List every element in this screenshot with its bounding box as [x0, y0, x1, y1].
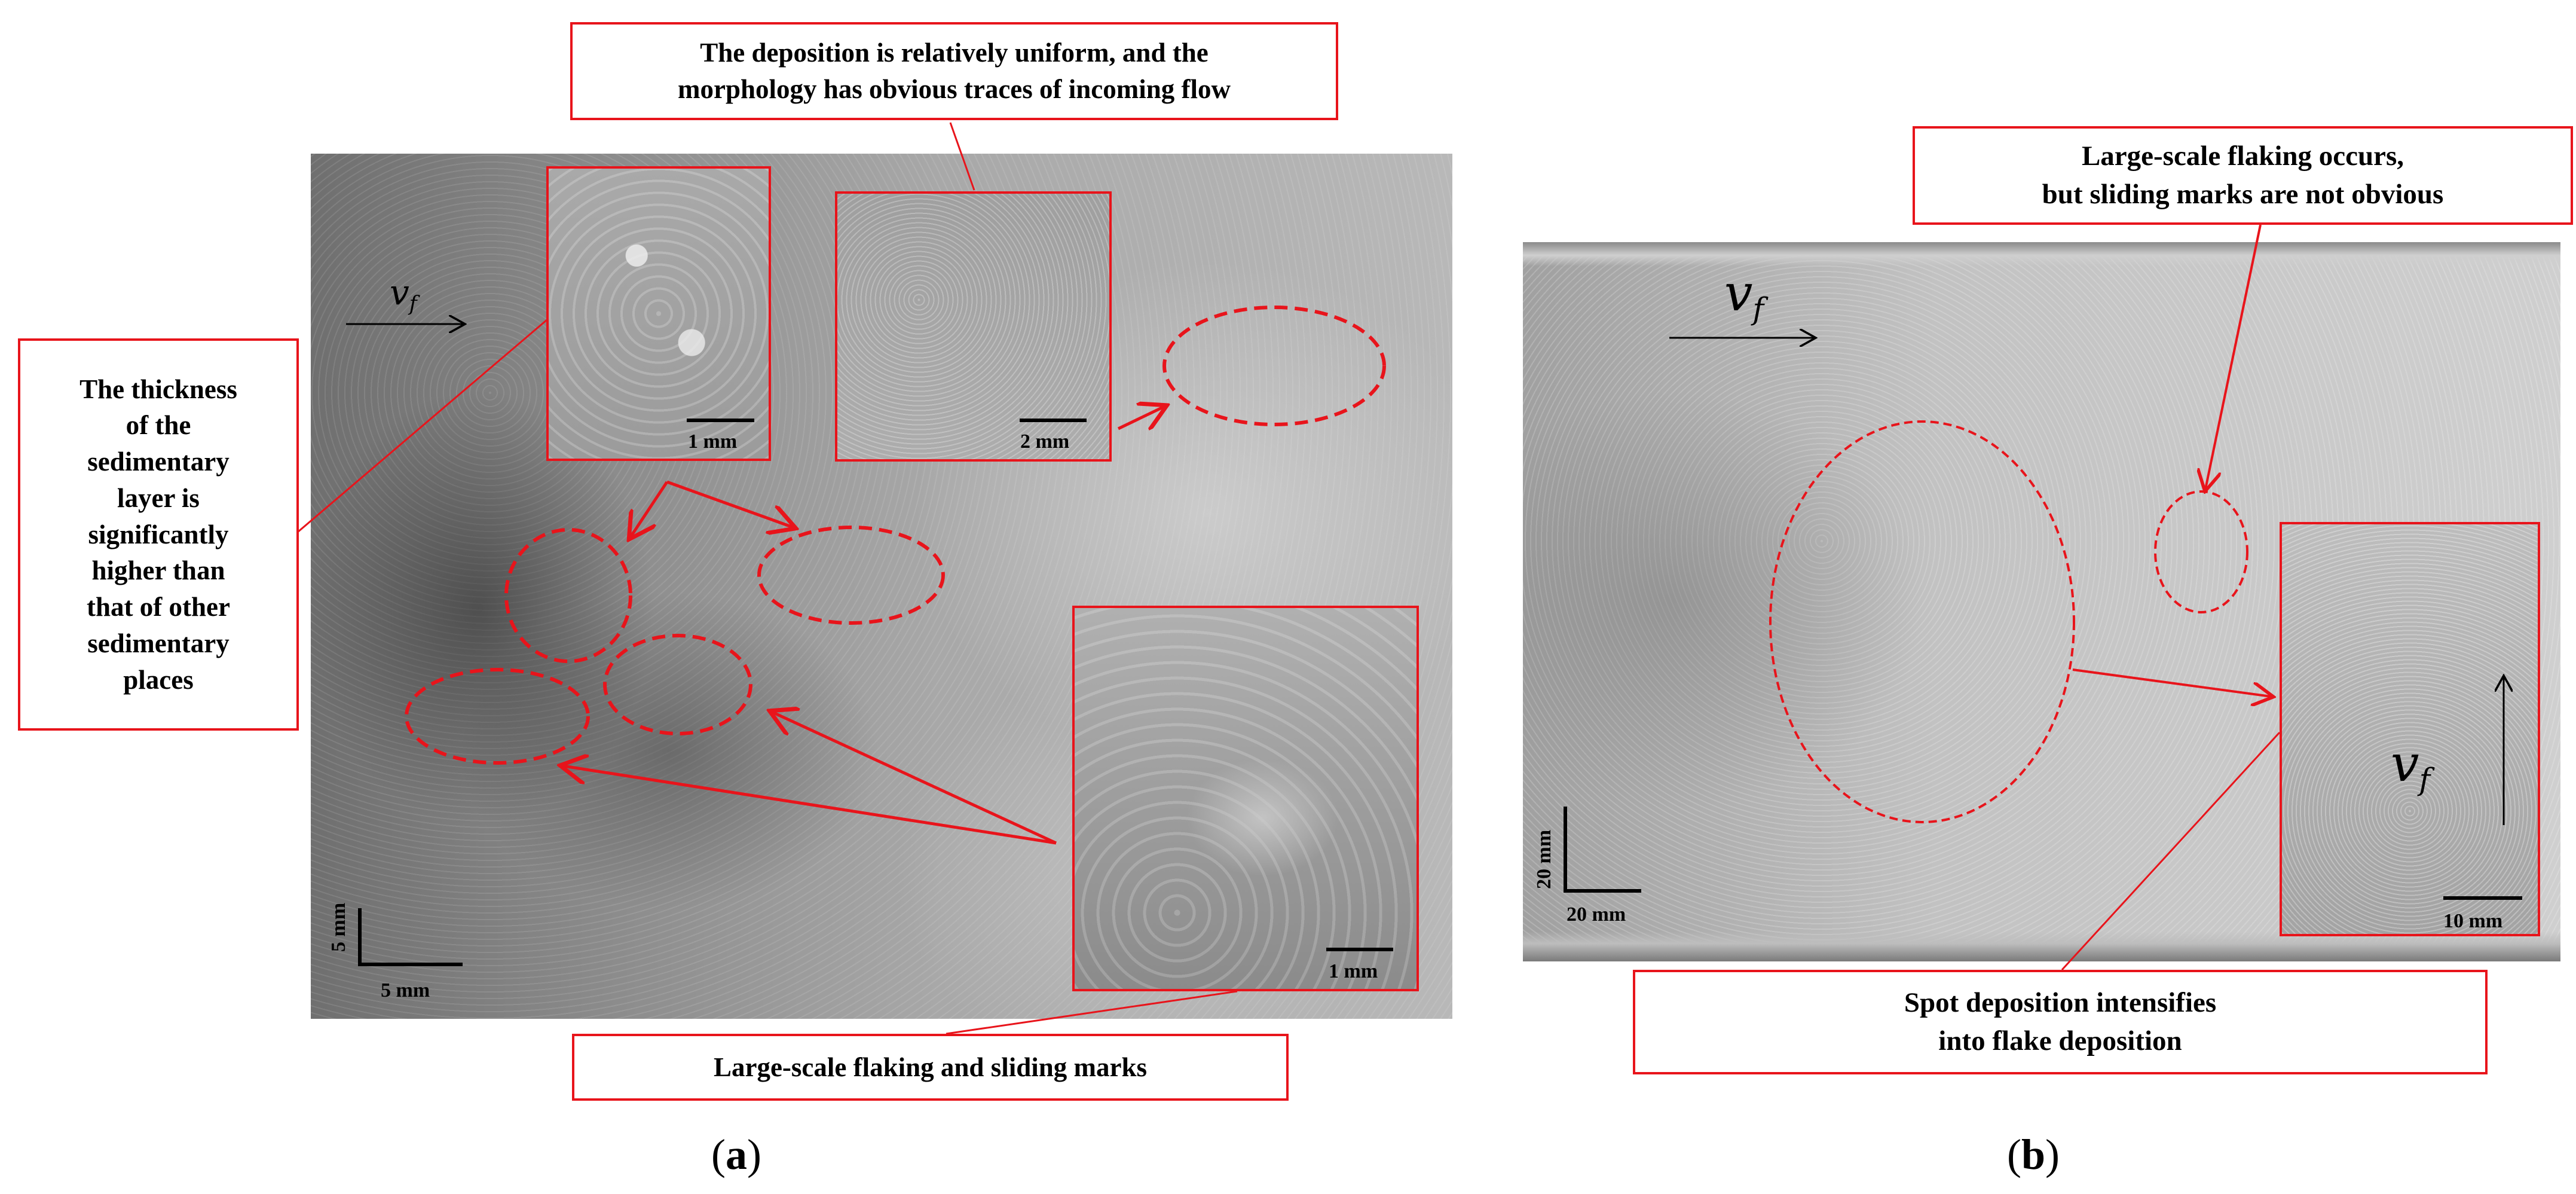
- callout-text: The thickness of the sedimentary layer i…: [79, 374, 237, 695]
- callout-top-b: Large-scale flaking occurs, but sliding …: [1913, 126, 2573, 225]
- scale-label: 5 mm: [328, 902, 350, 952]
- zoom-inset-a3: [1072, 606, 1419, 991]
- highlight-ellipse: [757, 526, 945, 625]
- scale-label: 20 mm: [1533, 829, 1555, 889]
- arrow: [2072, 668, 2271, 697]
- scale-bar: [1564, 807, 1641, 893]
- scale-bars-b: [1564, 807, 2522, 900]
- arrows-b: [2072, 224, 2271, 697]
- arrows-a: [563, 407, 1164, 845]
- flow-velocity-label: vf: [1724, 264, 1764, 327]
- highlight-ellipse: [1769, 420, 2075, 823]
- leader-line: [946, 990, 1238, 1035]
- scale-label: 1 mm: [1329, 960, 1378, 982]
- leader-line: [297, 319, 547, 533]
- arrow: [772, 712, 1057, 845]
- scale-label: 10 mm: [2443, 910, 2503, 932]
- callout-text: Spot deposition intensifies into flake d…: [1904, 987, 2217, 1056]
- arrow: [666, 480, 793, 527]
- zoom-inset-b1: [2280, 522, 2540, 936]
- flow-velocity-label: vf: [390, 272, 417, 316]
- callout-bottom-a: Large-scale flaking and sliding marks: [572, 1034, 1289, 1101]
- arrow: [563, 766, 1057, 845]
- panel-label-b: (b): [2007, 1131, 2060, 1178]
- scale-label: 2 mm: [1020, 430, 1070, 453]
- arrow: [1117, 407, 1164, 429]
- scale-bar: [358, 908, 463, 966]
- highlight-ellipse: [603, 634, 752, 735]
- highlight-ellipses-b: [1769, 420, 2248, 823]
- flow-velocity-label: vf: [2391, 734, 2431, 798]
- scale-bars-a: [358, 419, 1393, 966]
- zoom-inset-a2: [835, 191, 1112, 462]
- zoom-inset-a1: [546, 166, 771, 461]
- scale-label: 20 mm: [1567, 903, 1626, 926]
- leader-line: [2061, 731, 2281, 971]
- highlight-ellipse: [405, 668, 590, 765]
- highlight-ellipse: [2154, 490, 2248, 613]
- leader-lines-a: [297, 122, 1238, 1035]
- arrow: [2205, 224, 2262, 489]
- callout-top-a: The deposition is relatively uniform, an…: [570, 22, 1338, 120]
- callout-text: The deposition is relatively uniform, an…: [677, 38, 1231, 104]
- highlight-ellipse: [504, 528, 632, 663]
- callout-text: Large-scale flaking occurs, but sliding …: [2042, 141, 2444, 210]
- callout-left-a: The thickness of the sedimentary layer i…: [18, 338, 299, 731]
- panel-label-a: (a): [711, 1131, 761, 1178]
- arrow: [631, 481, 669, 537]
- leader-line: [949, 122, 975, 191]
- scale-label: 1 mm: [688, 430, 738, 453]
- scale-label: 5 mm: [381, 979, 430, 1001]
- highlight-ellipse: [1162, 306, 1386, 426]
- callout-bottom-b: Spot deposition intensifies into flake d…: [1633, 970, 2488, 1074]
- callout-text: Large-scale flaking and sliding marks: [713, 1052, 1148, 1082]
- highlight-ellipses-a: [405, 306, 1386, 765]
